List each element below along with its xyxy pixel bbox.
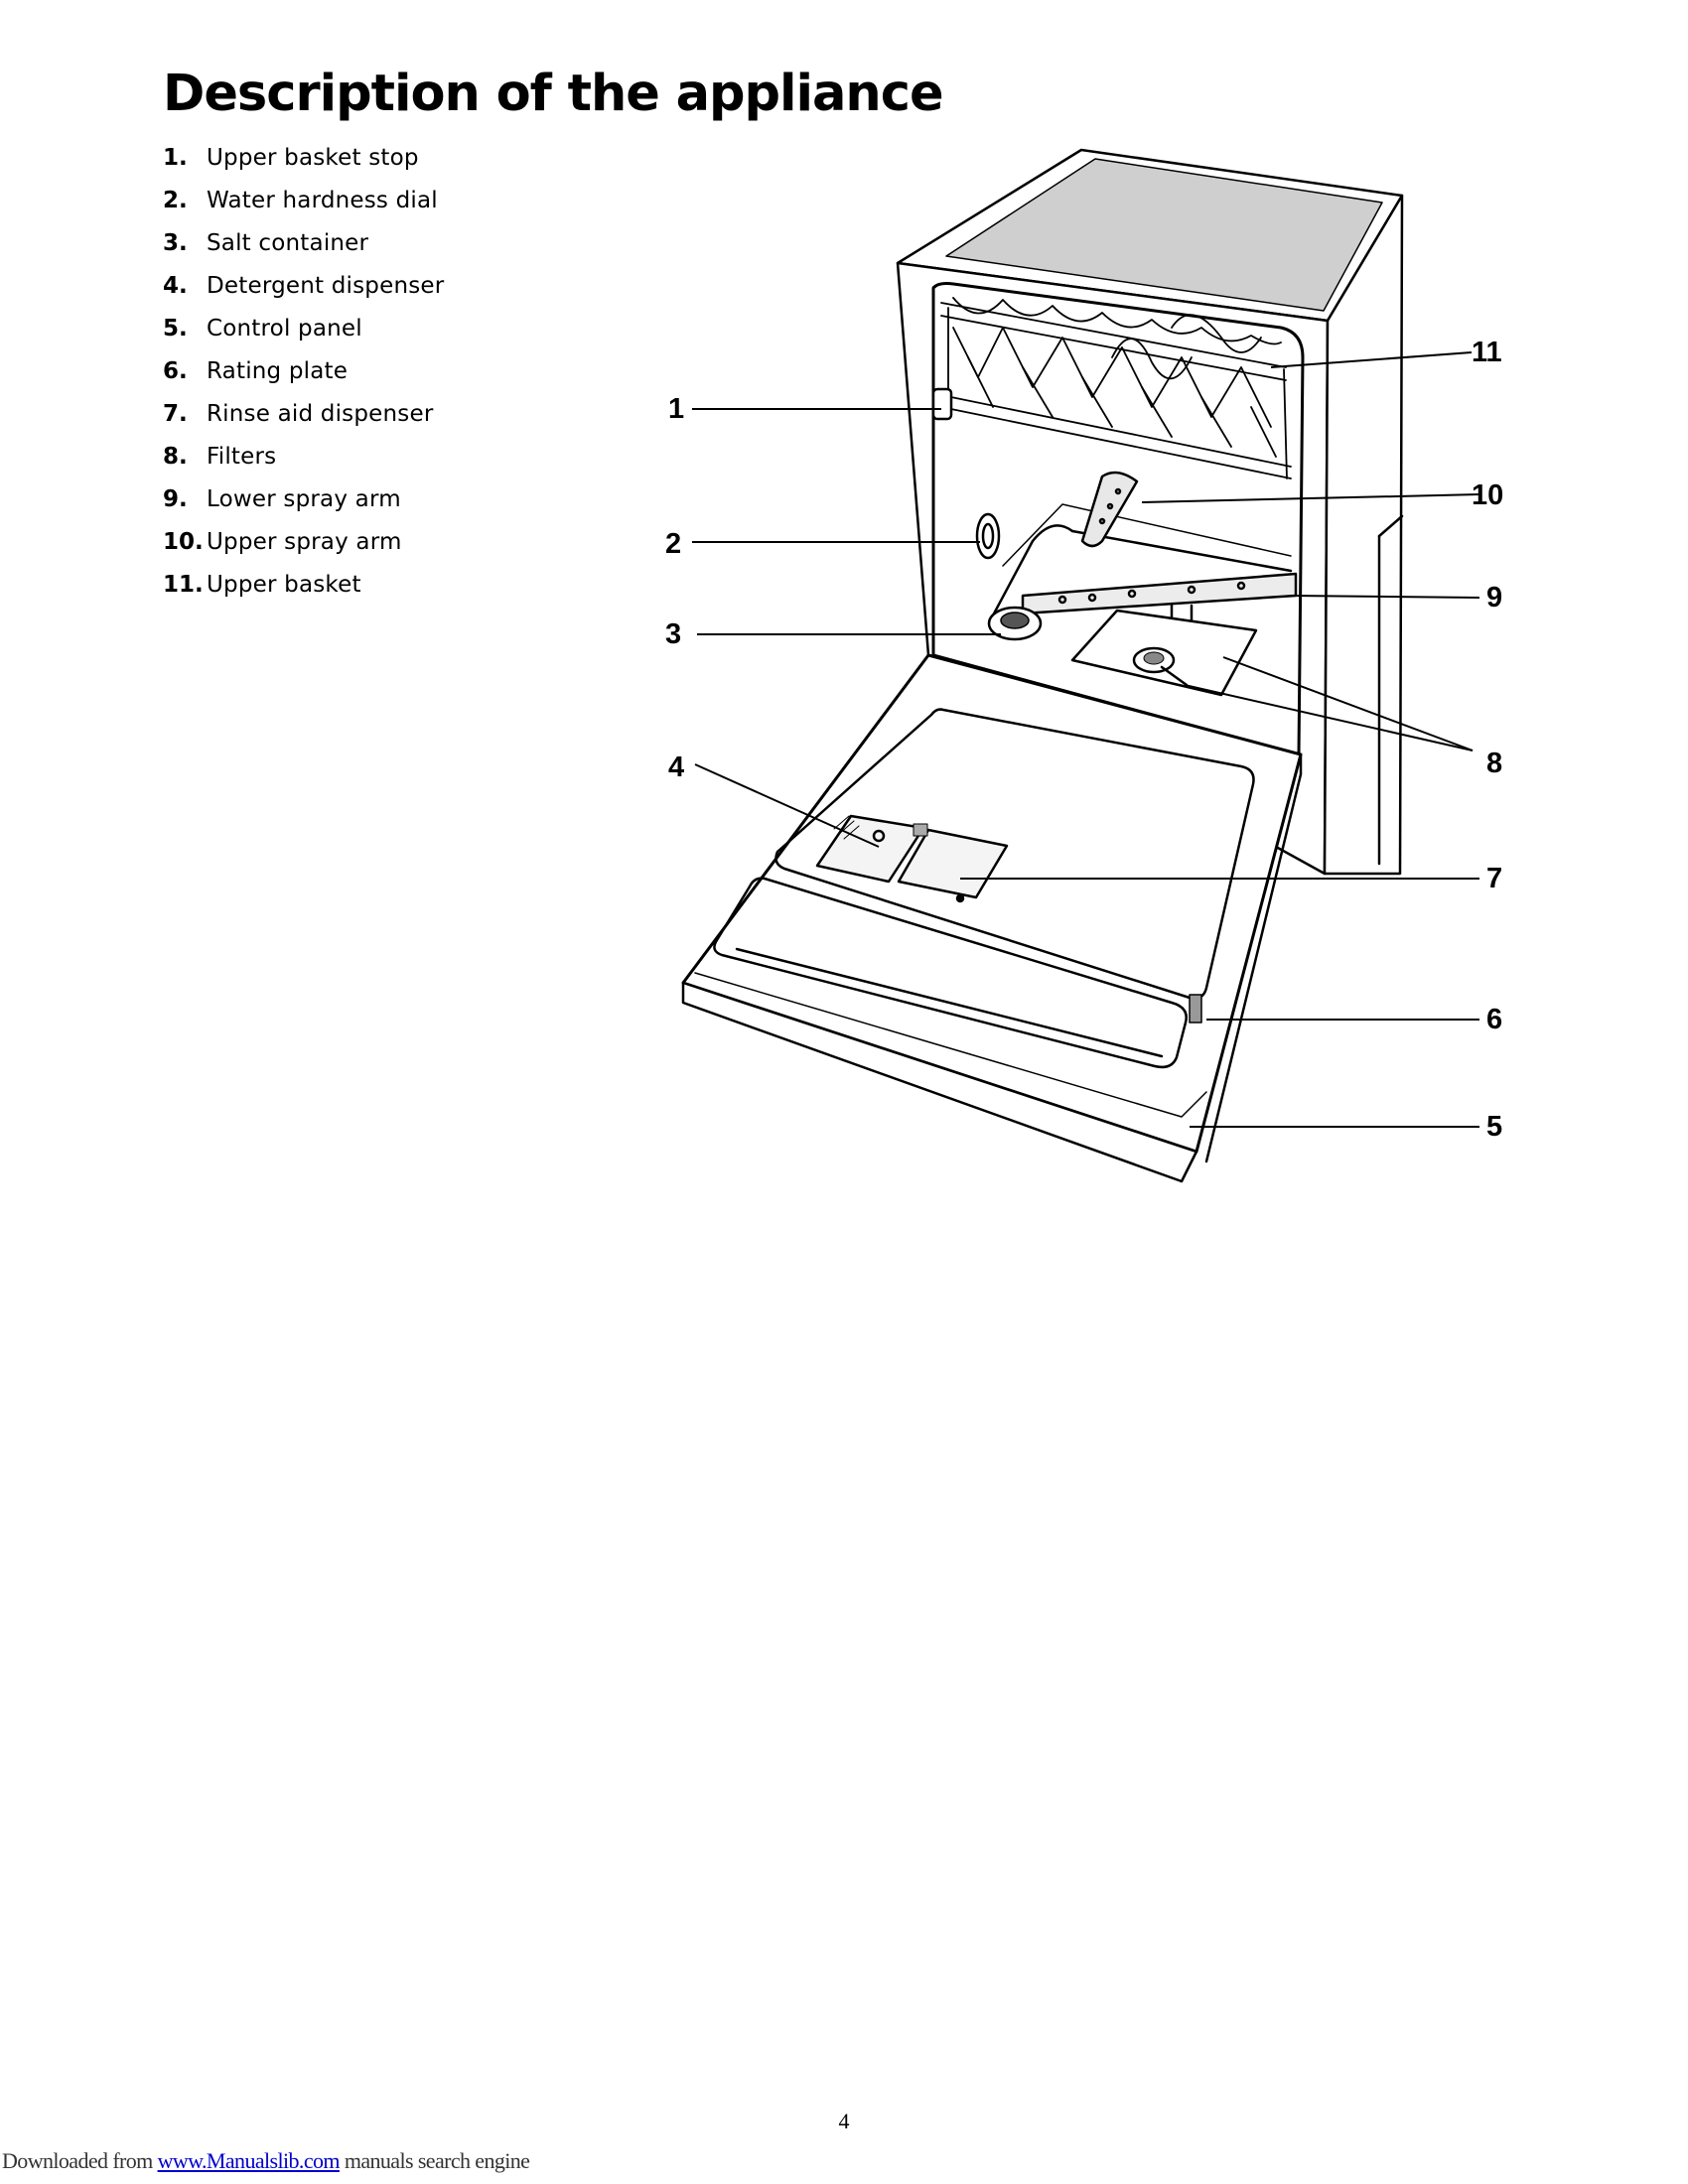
item-number: 3. (163, 230, 188, 256)
list-item: 1. Upper basket stop (163, 140, 444, 183)
callout-4: 4 (668, 751, 684, 783)
list-item: 9. Lower spray arm (163, 481, 444, 524)
footer: Downloaded from www.Manualslib.com manua… (2, 2148, 530, 2174)
callout-7: 7 (1486, 863, 1502, 894)
list-item: 6. Rating plate (163, 353, 444, 396)
dishwasher-illustration: 1 2 3 4 5 6 7 8 9 10 11 (665, 148, 1503, 1183)
item-label: Salt container (207, 230, 369, 256)
item-number: 4. (163, 273, 188, 299)
item-label: Filters (207, 444, 277, 470)
filters (1070, 609, 1258, 697)
list-item: 5. Control panel (163, 311, 444, 353)
list-item: 2. Water hardness dial (163, 183, 444, 225)
salt-container (987, 606, 1043, 641)
callout-9: 9 (1486, 582, 1502, 614)
upper-basket-stop (931, 387, 953, 421)
item-number: 8. (163, 444, 188, 470)
leader-lines (692, 351, 1480, 1128)
list-item: 10.Upper spray arm (163, 524, 444, 567)
item-label: Detergent dispenser (207, 273, 445, 299)
item-number: 9. (163, 486, 188, 512)
callout-8: 8 (1486, 748, 1502, 779)
callout-5: 5 (1486, 1111, 1502, 1143)
rinse-aid-dispenser (897, 823, 1009, 903)
item-label: Control panel (207, 316, 362, 341)
open-door (681, 653, 1303, 1183)
upper-spray-arm (1080, 471, 1139, 548)
callout-3: 3 (665, 618, 681, 650)
item-number: 10. (163, 529, 204, 555)
list-item: 3. Salt container (163, 225, 444, 268)
item-number: 5. (163, 316, 188, 341)
dishwasher-diagram: 1 2 3 4 5 6 7 8 9 10 11 (596, 139, 1589, 1211)
rating-plate (1189, 994, 1202, 1024)
item-label: Rating plate (207, 358, 349, 384)
page-title: Description of the appliance (163, 65, 944, 123)
item-label: Upper spray arm (207, 529, 402, 555)
item-number: 11. (163, 572, 204, 598)
callout-1: 1 (668, 393, 684, 425)
footer-prefix: Downloaded from (2, 2148, 153, 2173)
parts-list: 1. Upper basket stop 2. Water hardness dia… (163, 140, 444, 610)
item-label: Upper basket stop (207, 145, 419, 171)
item-number: 6. (163, 358, 188, 384)
callout-10: 10 (1472, 479, 1503, 511)
item-label: Upper basket (207, 572, 361, 598)
item-number: 1. (163, 145, 188, 171)
water-hardness-dial (975, 512, 1001, 560)
item-number: 7. (163, 401, 188, 427)
callout-11: 11 (1472, 337, 1502, 368)
callout-6: 6 (1486, 1004, 1502, 1035)
manualslib-link[interactable]: www.Manualslib.com (157, 2148, 341, 2173)
list-item: 11.Upper basket (163, 567, 444, 610)
item-label: Lower spray arm (207, 486, 401, 512)
item-number: 2. (163, 188, 188, 213)
list-item: 8. Filters (163, 439, 444, 481)
list-item: 4. Detergent dispenser (163, 268, 444, 311)
footer-suffix: manuals search engine (344, 2148, 530, 2173)
detergent-dispenser (815, 814, 925, 884)
callout-2: 2 (665, 528, 681, 560)
item-label: Rinse aid dispenser (207, 401, 434, 427)
upper-basket (940, 297, 1292, 479)
list-item: 7. Rinse aid dispenser (163, 396, 444, 439)
page-number: 4 (838, 2109, 850, 2133)
item-label: Water hardness dial (207, 188, 438, 213)
